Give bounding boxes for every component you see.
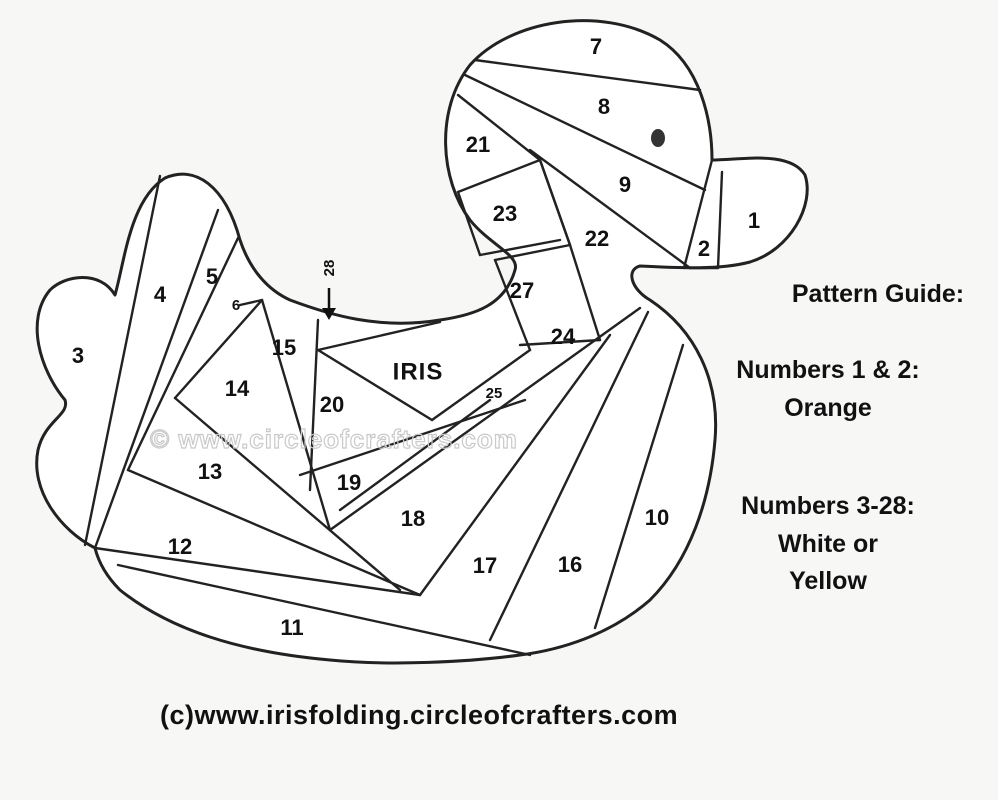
piece-number-2: 2 [698,236,710,261]
piece-number-13: 13 [198,459,222,484]
guide-yellow-color: Yellow [789,567,867,595]
iris-label: IRIS [393,358,444,385]
guide-orange-numbers: Numbers 1 & 2: [736,356,920,384]
guide-orange-block: Numbers 1 & 2: Orange [710,352,946,427]
arrow-icon [322,288,336,320]
piece-number-23: 23 [493,201,517,226]
piece-number-6: 6 [232,297,240,314]
duck-outline [35,19,809,665]
piece-number-15: 15 [272,335,296,360]
piece-number-7: 7 [590,34,602,59]
piece-number-24: 24 [551,324,576,349]
eye-icon [651,129,665,147]
piece-number-14: 14 [225,376,250,401]
piece-number-25: 25 [486,385,503,402]
piece-number-9: 9 [619,172,631,197]
guide-white-block: Numbers 3-28: White or Yellow [710,488,946,601]
piece-number-8: 8 [598,94,610,119]
piece-number-28: 28 [321,260,338,277]
pattern-guide-title: Pattern Guide: [760,276,996,314]
piece-number-12: 12 [168,534,192,559]
guide-orange-color: Orange [784,393,872,422]
piece-number-5: 5 [206,264,218,289]
piece-number-21: 21 [466,132,490,157]
piece-number-27: 27 [510,278,534,303]
piece-number-22: 22 [585,226,609,251]
piece-number-16: 16 [558,552,582,577]
guide-title-text: Pattern Guide: [791,280,965,308]
guide-white-color: White or [778,529,878,558]
watermark: © www.circleofcrafters.com [150,424,518,454]
piece-lines [83,58,724,657]
copyright-footer: (c)www.irisfolding.circleofcrafters.com [160,700,679,730]
piece-number-17: 17 [473,553,497,578]
piece-number-11: 11 [280,615,303,640]
piece-number-4: 4 [154,282,167,307]
piece-number-18: 18 [401,506,425,531]
piece-number-19: 19 [337,470,361,495]
piece-number-1: 1 [748,208,760,233]
guide-white-numbers: Numbers 3-28: [741,492,915,520]
piece-number-20: 20 [320,392,344,417]
piece-number-10: 10 [645,505,669,530]
piece-number-3: 3 [72,343,84,368]
